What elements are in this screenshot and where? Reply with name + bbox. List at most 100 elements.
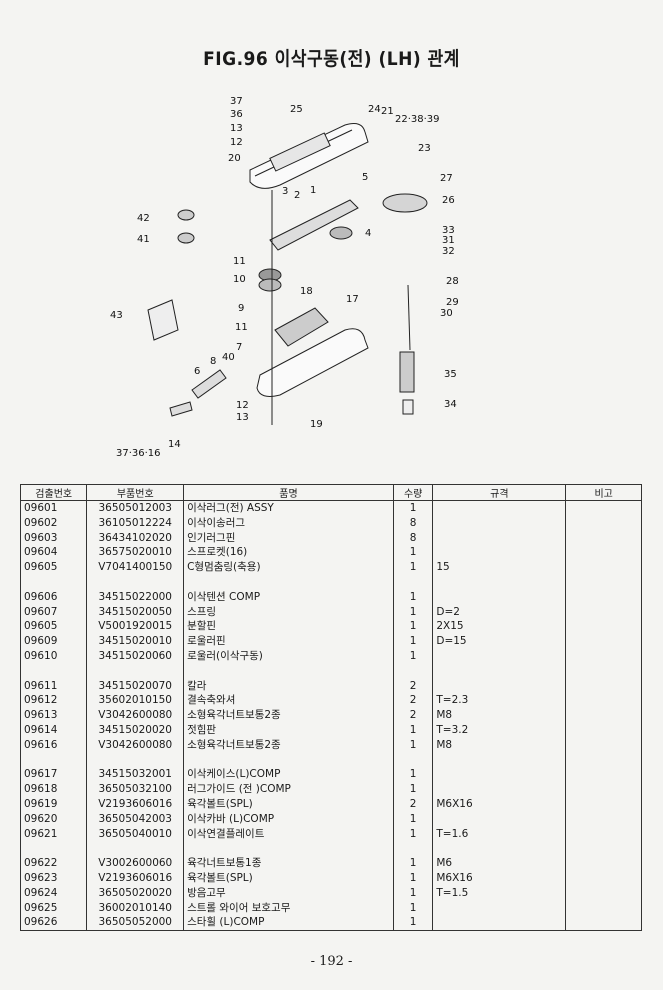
cell-note <box>565 826 642 842</box>
cell-note <box>565 752 642 768</box>
cell-part-name: 소형육각너트보통2종 <box>183 737 394 753</box>
callout-label: 28 <box>446 276 459 287</box>
page-title: FIG.96 이삭구동(전) (LH) 관계 <box>203 48 460 70</box>
cell-part-name: 육각볼트(SPL) <box>183 796 394 812</box>
header-note: 비고 <box>565 484 642 501</box>
cell-detection-no: 09624 <box>19 885 88 901</box>
cell-quantity <box>392 752 434 768</box>
cell-spec: T=2.3 <box>432 693 567 709</box>
cell-part-name: 스프로켓(16) <box>183 545 394 561</box>
callout-label: 13 <box>236 412 249 423</box>
callout-label: 20 <box>228 153 241 164</box>
cell-detection-no: 09621 <box>19 826 88 842</box>
cell-part-name: 이삭케이스(L)COMP <box>183 767 394 783</box>
cell-note <box>565 915 642 932</box>
cell-detection-no: 09602 <box>19 515 88 531</box>
cell-detection-no: 09605 <box>19 560 88 575</box>
callout-label: 35 <box>444 369 457 380</box>
cell-part-no: 34515022000 <box>86 589 185 605</box>
header-part-no: 부품번호 <box>86 484 185 501</box>
cell-part-name: 이삭연결플레이트 <box>183 826 394 842</box>
cell-part-name: C형멈춤링(축용) <box>183 560 394 575</box>
cell-part-no: 36505032100 <box>86 782 185 797</box>
cell-part-no: 36505040010 <box>86 826 185 842</box>
cell-quantity <box>392 841 434 857</box>
cell-quantity: 1 <box>392 826 434 842</box>
cell-quantity: 1 <box>392 634 434 649</box>
cell-part-no <box>86 752 185 768</box>
cell-quantity: 1 <box>392 870 434 886</box>
cell-spec <box>432 915 567 932</box>
cell-detection-no: 09616 <box>19 737 88 753</box>
cell-quantity: 2 <box>392 796 434 812</box>
cell-part-name: 스타휠 (L)COMP <box>183 915 394 932</box>
cell-part-name: 칼라 <box>183 678 394 694</box>
header-quantity: 수량 <box>392 484 434 501</box>
cell-part-name: 로울러(이삭구동) <box>183 648 394 664</box>
lug-rail <box>269 199 359 251</box>
cell-spec: M8 <box>432 708 567 723</box>
cell-part-no: 34515020020 <box>86 722 185 738</box>
cell-part-name: 결속축와셔 <box>183 693 394 709</box>
cell-note <box>565 885 642 901</box>
callout-label: 9 <box>238 303 244 314</box>
cell-part-no: V7041400150 <box>86 560 185 575</box>
lower-case-plate <box>256 328 369 397</box>
cell-part-name <box>183 752 394 768</box>
cell-detection-no: 09618 <box>19 782 88 797</box>
cell-quantity: 8 <box>392 515 434 531</box>
cell-part-no: 34515020010 <box>86 634 185 649</box>
cell-quantity: 1 <box>392 782 434 797</box>
cell-spec: T=1.5 <box>432 885 567 901</box>
cell-detection-no: 09610 <box>19 648 88 664</box>
cell-quantity: 1 <box>392 500 434 516</box>
cell-note <box>565 560 642 575</box>
cell-part-name: 러그가이드 (전 )COMP <box>183 782 394 797</box>
part-42 <box>177 209 195 221</box>
callout-label: 27 <box>440 173 453 184</box>
callout-label: 4 <box>365 228 371 239</box>
header-spec: 규격 <box>432 484 567 501</box>
cell-spec <box>432 900 567 916</box>
cell-spec <box>432 663 567 679</box>
header-detection-no: 검출번호 <box>19 484 88 501</box>
cell-part-name <box>183 574 394 590</box>
cell-note <box>565 619 642 635</box>
bracket-part <box>147 299 179 341</box>
cell-note <box>565 604 642 620</box>
cell-part-no: 36505042003 <box>86 811 185 827</box>
cell-note <box>565 693 642 709</box>
callout-label: 40 <box>222 352 235 363</box>
cell-part-no <box>86 574 185 590</box>
callout-label: 23 <box>418 143 431 154</box>
callout-label: 22·38·39 <box>395 114 440 125</box>
cell-quantity: 1 <box>392 767 434 783</box>
table-gap-row <box>19 841 642 857</box>
cell-spec: M6X16 <box>432 870 567 886</box>
callout-label: 7 <box>236 342 242 353</box>
cell-spec <box>432 811 567 827</box>
callout-label: 29 <box>446 297 459 308</box>
cell-quantity: 1 <box>392 545 434 561</box>
cell-part-name: 방음고무 <box>183 885 394 901</box>
cell-spec: M8 <box>432 737 567 753</box>
cell-part-no: V3002600060 <box>86 856 185 871</box>
cell-part-name: 인기러그핀 <box>183 530 394 546</box>
table-gap-row <box>19 574 642 590</box>
cell-note <box>565 589 642 605</box>
callout-label: 11 <box>233 256 246 267</box>
cell-quantity: 8 <box>392 530 434 546</box>
cell-detection-no: 09625 <box>19 900 88 916</box>
